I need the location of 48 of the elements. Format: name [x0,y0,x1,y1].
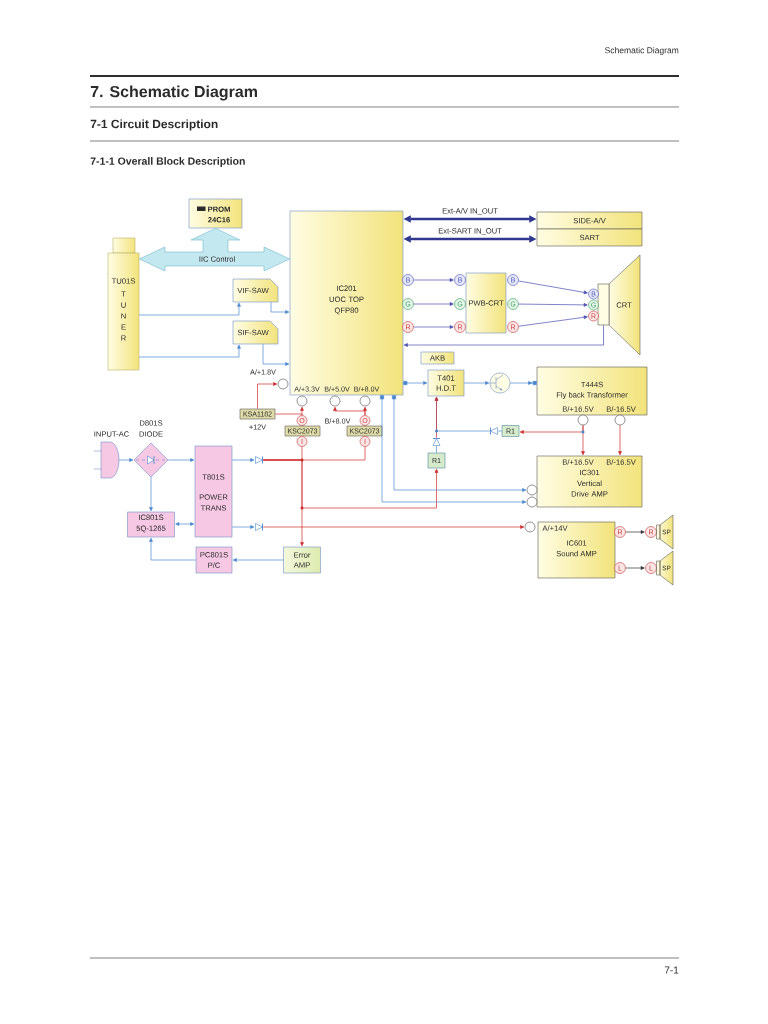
arrow [231,458,255,462]
arrow [262,459,304,547]
page-title: 7. Schematic Diagram [90,85,257,101]
arrow [138,302,241,316]
diode-symbol [432,438,441,446]
arrow [231,525,255,529]
diode-symbol [490,427,498,435]
arrow [618,424,622,456]
arrow [509,381,537,385]
arrow [413,325,454,329]
arrow [149,537,197,561]
arrow [262,525,525,529]
arrow [380,395,527,504]
arrow [463,381,490,385]
arrow [232,558,284,562]
arrow [363,406,367,416]
arrow [118,458,134,462]
arrow [519,424,584,434]
diode-symbol [255,523,263,531]
arrow [270,301,290,314]
arrow [403,324,604,347]
connector-line [436,445,437,454]
page-number: 7-1 [664,966,679,974]
arrow [262,343,290,366]
arrow [518,303,588,307]
arrow [413,278,454,282]
arrow [300,406,304,416]
transistor-symbol [489,372,511,394]
arrow [625,530,645,534]
arrow [149,476,153,512]
connector-line [274,413,303,416]
arrow [167,458,195,462]
diode-symbol [255,456,263,464]
arrow [138,344,241,358]
bus-arrow [139,228,290,272]
subsection-heading: 7-1-1 Overall Block Description [90,157,245,167]
arrow [625,566,645,570]
section-heading: 7-1 Circuit Description [90,119,218,131]
arrow [257,382,278,410]
arrow [403,381,428,385]
arrow [392,395,527,492]
arrow [413,302,454,306]
connector-line [497,430,503,432]
arrow [518,315,588,327]
arrow [175,522,195,526]
page-header: Schematic Diagram [605,47,679,55]
arrow [518,280,588,295]
arrow [434,396,439,439]
